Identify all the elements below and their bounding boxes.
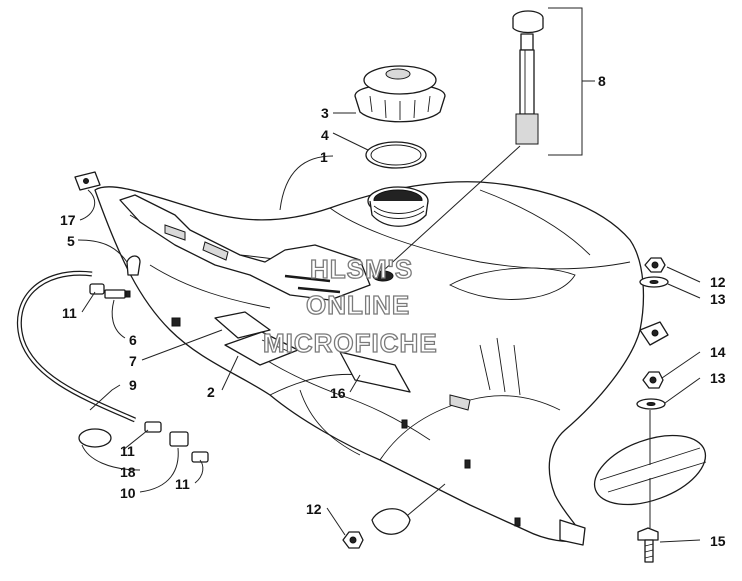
callout-17: 17 [60, 212, 76, 228]
clamp-5[interactable] [126, 255, 141, 276]
clip-17[interactable] [74, 171, 101, 191]
fuel-hose-9[interactable] [16, 270, 137, 423]
callout-9: 9 [129, 377, 137, 393]
nut-12-lower[interactable] [342, 531, 364, 549]
callout-3: 3 [321, 105, 329, 121]
tank-bracket-rail[interactable] [119, 194, 471, 411]
callout-16: 16 [330, 385, 346, 401]
callout-7: 7 [129, 353, 137, 369]
callout-labels: 1 2 3 4 5 6 7 8 9 10 11 11 11 12 12 13 1… [60, 73, 726, 549]
leader-lines [77, 7, 701, 543]
watermark-line-3: MICROFICHE [263, 328, 438, 358]
nut-12-upper[interactable] [644, 257, 666, 273]
fuel-cap-3[interactable] [354, 65, 446, 123]
callout-5: 5 [67, 233, 75, 249]
fitting-11-lower[interactable] [144, 421, 209, 463]
callout-10: 10 [120, 485, 136, 501]
callout-1: 1 [320, 149, 328, 165]
callout-2: 2 [207, 384, 215, 400]
decal-16[interactable] [339, 351, 411, 393]
watermark-line-1: HLSM'S [310, 254, 413, 284]
fuel-sender-8[interactable] [512, 10, 544, 145]
clamp-ring-18[interactable] [78, 428, 112, 448]
washer-13-lower[interactable] [636, 398, 666, 410]
callout-11-lower: 11 [175, 476, 190, 492]
callout-8: 8 [598, 73, 606, 89]
callout-11-mid: 11 [120, 443, 135, 459]
callout-12-upper: 12 [710, 274, 726, 290]
callout-11-upper: 11 [62, 305, 77, 321]
nut-14[interactable] [642, 371, 664, 389]
grommet-lower[interactable] [371, 508, 411, 535]
callout-18: 18 [120, 464, 136, 480]
bolt-15[interactable] [637, 527, 659, 563]
stud-6[interactable] [171, 317, 181, 327]
callout-14: 14 [710, 344, 726, 360]
washer-13-upper[interactable] [639, 276, 669, 288]
callout-15: 15 [710, 533, 726, 549]
callout-13-lower: 13 [710, 370, 726, 386]
grommet-pad[interactable] [585, 422, 715, 518]
callout-4: 4 [321, 127, 329, 143]
callout-12-lower: 12 [306, 501, 322, 517]
pad-2[interactable] [224, 331, 299, 366]
watermark-line-2: ONLINE [306, 290, 410, 320]
fitting-11-upper[interactable] [89, 283, 131, 299]
callout-6: 6 [129, 332, 137, 348]
callout-13-upper: 13 [710, 291, 726, 307]
gasket-4[interactable] [365, 141, 427, 169]
pad-7[interactable] [214, 311, 271, 339]
watermark: HLSM'S ONLINE MICROFICHE [262, 253, 438, 358]
tank-studs [284, 274, 341, 294]
